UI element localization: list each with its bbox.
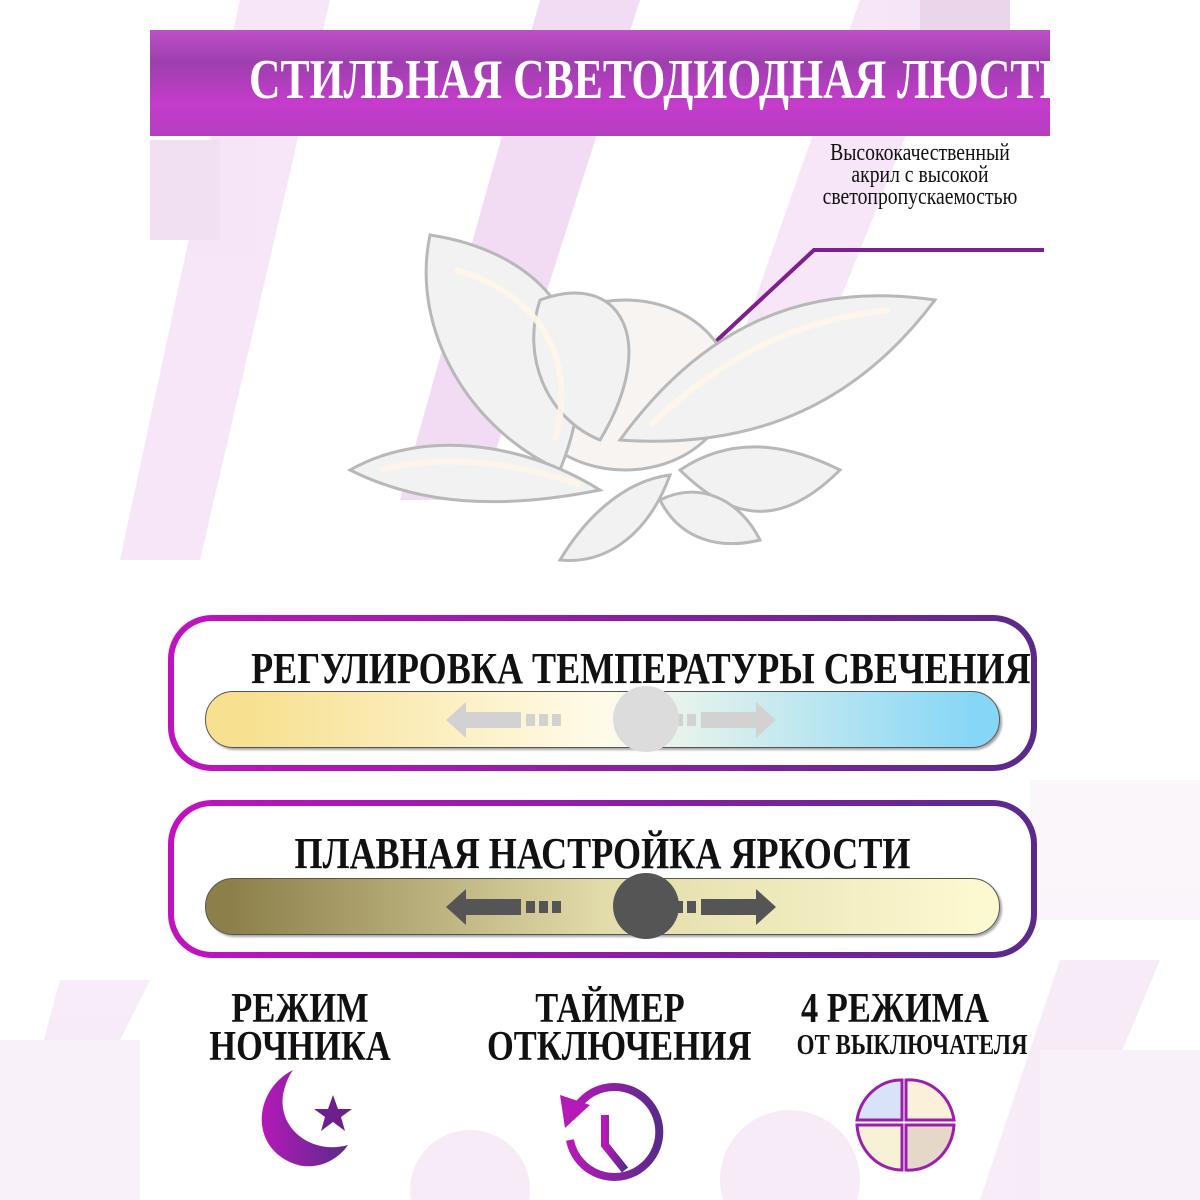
callout-line: акрил с высокой (851, 162, 989, 188)
brightness-slider[interactable] (205, 873, 1000, 939)
feature-line: ОТКЛЮЧЕНИЯ (487, 1024, 752, 1070)
slider-arrows-icon (446, 702, 776, 738)
feature-icons (261, 1070, 956, 1181)
feature-night-mode: РЕЖИМ НОЧНИКА (170, 986, 430, 1070)
timer-clock-icon (566, 1082, 664, 1181)
feature-line: РЕЖИМ (231, 986, 369, 1032)
temperature-slider-knob[interactable] (613, 686, 679, 752)
temperature-slider[interactable] (205, 686, 1000, 752)
four-modes-icon (855, 1078, 956, 1172)
chandelier-illustration (346, 233, 1044, 562)
brightness-title: ПЛАВНАЯ НАСТРОЙКА ЯРКОСТИ (294, 829, 911, 878)
brightness-slider-knob[interactable] (613, 873, 679, 939)
temperature-panel: РЕГУЛИРОВКА ТЕМПЕРАТУРЫ СВЕЧЕНИЯ (168, 615, 1037, 771)
callout-line: Высококачественный (830, 140, 1010, 166)
acrylic-callout: Высококачественный акрил с высокой свето… (795, 140, 1045, 210)
feature-line: ОТ ВЫКЛЮЧАТЕЛЯ (796, 1030, 1028, 1061)
callout-leader-line (710, 248, 1044, 347)
slider-arrows-icon (446, 889, 776, 925)
title-banner: СТИЛЬНАЯ СВЕТОДИОДНАЯ ЛЮСТРА (150, 30, 1092, 136)
feature-line: 4 РЕЖИМА (800, 986, 990, 1032)
temperature-title: РЕГУЛИРОВКА ТЕМПЕРАТУРЫ СВЕЧЕНИЯ (251, 644, 1031, 693)
callout-line: светопропускаемостью (822, 184, 1018, 210)
feature-four-modes: 4 РЕЖИМА ОТ ВЫКЛЮЧАТЕЛЯ (775, 986, 1028, 1064)
feature-line: ТАЙМЕР (535, 986, 685, 1032)
brightness-panel: ПЛАВНАЯ НАСТРОЙКА ЯРКОСТИ (168, 800, 1037, 958)
feature-timer: ТАЙМЕР ОТКЛЮЧЕНИЯ (460, 986, 760, 1070)
moon-star-icon (261, 1070, 352, 1167)
feature-line: НОЧНИКА (209, 1024, 391, 1070)
